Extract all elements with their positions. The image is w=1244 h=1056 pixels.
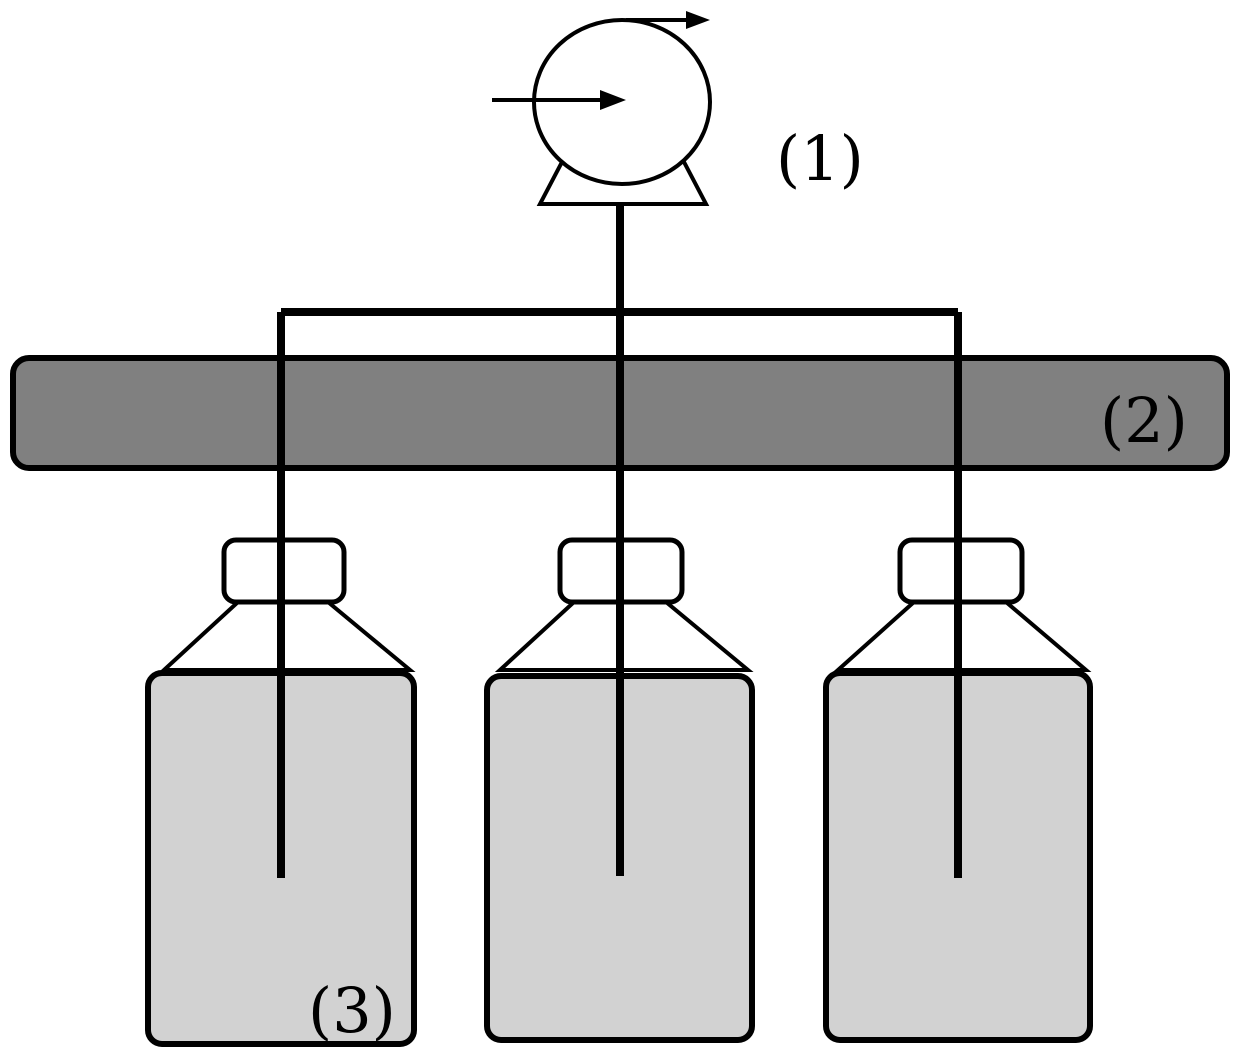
outlet-arrow-icon bbox=[626, 11, 710, 29]
label-bottle: (3) bbox=[308, 974, 396, 1047]
label-bar: (2) bbox=[1100, 384, 1188, 457]
label-pump: (1) bbox=[776, 122, 864, 195]
pump-icon bbox=[532, 18, 712, 206]
tubing bbox=[277, 204, 962, 878]
bottle-left bbox=[145, 537, 417, 1047]
bottle-neck bbox=[158, 600, 416, 672]
inlet-arrow-icon bbox=[492, 90, 626, 110]
